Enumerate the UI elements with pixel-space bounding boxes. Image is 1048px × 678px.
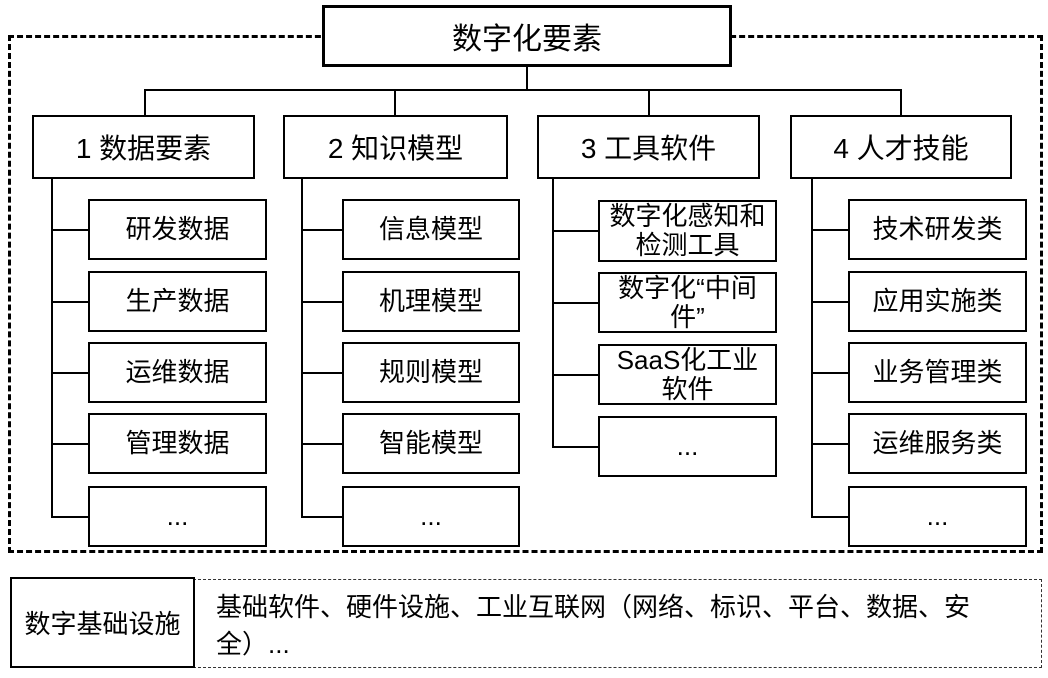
connector-line (552, 230, 600, 232)
node-tool-software: 3 工具软件 (537, 115, 760, 179)
connector-line (51, 372, 90, 374)
connector-line (301, 179, 303, 518)
node-knowledge-models: 2 知识模型 (283, 115, 508, 179)
connector-line (394, 89, 396, 117)
leaf-node: 生产数据 (88, 271, 267, 332)
root-node: 数字化要素 (322, 5, 732, 67)
leaf-node: ... (848, 486, 1027, 547)
connector-line (301, 443, 344, 445)
connector-line (811, 516, 850, 518)
leaf-node: SaaS化工业 软件 (598, 344, 777, 405)
infrastructure-description: 基础软件、硬件设施、工业互联网（网络、标识、平台、数据、安全）... (193, 579, 1042, 668)
node-talent-skills: 4 人才技能 (790, 115, 1012, 179)
connector-line (144, 89, 902, 91)
leaf-node: 运维服务类 (848, 413, 1027, 474)
leaf-node: ... (88, 486, 267, 547)
leaf-node: 数字化感知和 检测工具 (598, 200, 777, 262)
connector-line (51, 516, 90, 518)
connector-line (811, 179, 813, 518)
leaf-node: 管理数据 (88, 413, 267, 474)
connector-line (51, 179, 53, 518)
connector-line (811, 229, 850, 231)
connector-line (301, 301, 344, 303)
connector-line (526, 67, 528, 91)
connector-line (811, 443, 850, 445)
leaf-node: 业务管理类 (848, 342, 1027, 403)
leaf-node: 数字化“中间 件” (598, 272, 777, 333)
leaf-node: 智能模型 (342, 413, 520, 474)
leaf-node: 技术研发类 (848, 199, 1027, 260)
connector-line (301, 229, 344, 231)
leaf-node: ... (342, 486, 520, 547)
connector-line (51, 443, 90, 445)
connector-line (811, 372, 850, 374)
connector-line (648, 89, 650, 117)
connector-line (811, 301, 850, 303)
leaf-node: 运维数据 (88, 342, 267, 403)
connector-line (552, 446, 600, 448)
leaf-node: ... (598, 416, 777, 477)
leaf-node: 机理模型 (342, 271, 520, 332)
connector-line (552, 374, 600, 376)
connector-line (51, 229, 90, 231)
connector-line (301, 516, 344, 518)
leaf-node: 应用实施类 (848, 271, 1027, 332)
node-data-elements: 1 数据要素 (32, 115, 255, 179)
leaf-node: 信息模型 (342, 199, 520, 260)
connector-line (552, 179, 554, 448)
connector-line (301, 372, 344, 374)
connector-line (552, 302, 600, 304)
connector-line (900, 89, 902, 117)
infrastructure-label: 数字基础设施 (10, 577, 195, 668)
leaf-node: 规则模型 (342, 342, 520, 403)
leaf-node: 研发数据 (88, 199, 267, 260)
connector-line (144, 89, 146, 117)
connector-line (51, 301, 90, 303)
